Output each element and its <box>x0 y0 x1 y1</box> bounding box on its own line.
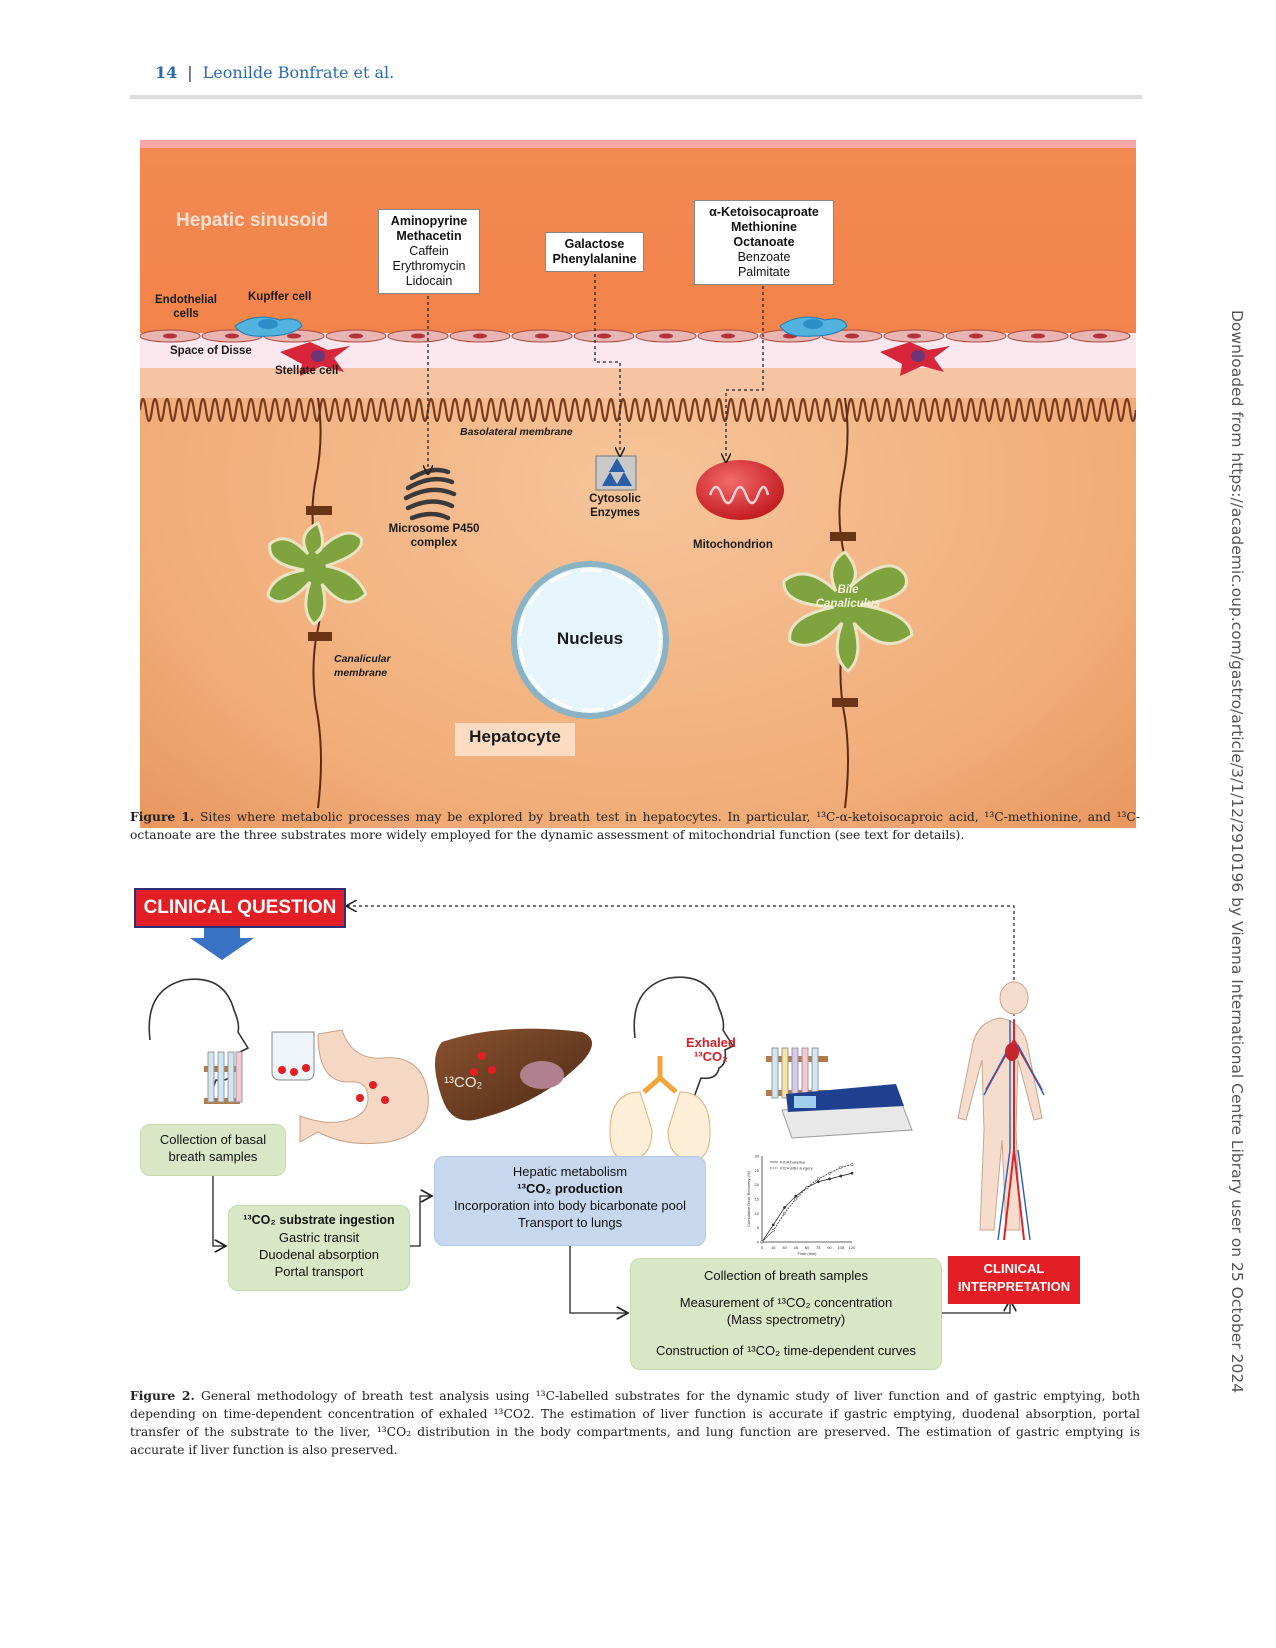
mini-chart-x-tick: 75 <box>816 1245 821 1250</box>
mini-chart-y-tick: 5 <box>757 1225 760 1230</box>
mini-chart-legend-label: KICA after surgery <box>780 1166 813 1171</box>
space-of-disse-label: Space of Disse <box>170 345 252 357</box>
down-arrow-icon <box>190 924 254 960</box>
mini-chart-x-tick: 45 <box>794 1245 799 1250</box>
human-body-circulation-icon <box>957 981 1045 1241</box>
mitochondrion-shape <box>696 460 784 520</box>
mini-chart-y-tick: 0 <box>757 1240 760 1245</box>
mini-chart-ylabel: Cumulative Dose Recovery (%) <box>746 1170 751 1226</box>
mini-chart-x-tick: 0 <box>761 1245 764 1250</box>
running-header: 14 | Leonilde Bonfrate et al. <box>155 63 394 82</box>
mini-chart-x-tick: 105 <box>837 1245 844 1250</box>
mini-chart-point <box>805 1186 809 1189</box>
test-tubes-icon-2 <box>766 1047 828 1099</box>
mini-chart-point <box>794 1194 798 1198</box>
mini-chart-point <box>783 1206 786 1210</box>
figure-1-caption-label: Figure 1. <box>130 809 195 824</box>
mini-chart-point <box>850 1163 854 1167</box>
hepatocyte-label: Hepatocyte <box>469 727 561 746</box>
mini-chart-point <box>816 1180 820 1184</box>
mini-chart-point <box>839 1166 843 1169</box>
test-tubes-icon <box>204 1051 243 1104</box>
kupffer-cell-shape <box>234 316 848 337</box>
figure-1-caption-text: Sites where metabolic processes may be e… <box>130 810 1140 842</box>
page-number: 14 <box>155 63 178 82</box>
mini-chart-x-tick: 30 <box>782 1245 787 1250</box>
figure-2-caption-label: Figure 2. <box>130 1388 195 1403</box>
clinical-question-box: CLINICAL QUESTION <box>134 888 346 928</box>
mini-chart-point <box>839 1174 843 1178</box>
cytosolic-enzymes-shape <box>595 455 637 491</box>
mini-chart-x-tick: 90 <box>827 1245 832 1250</box>
box-breath-collection: Collection of breath samples Measurement… <box>630 1258 942 1370</box>
figure-1-caption: Figure 1. Sites where metabolic processe… <box>130 808 1140 844</box>
stellate-cell-label: Stellate cell <box>275 365 339 377</box>
mini-chart-y-tick: 10 <box>755 1211 760 1216</box>
stomach-icon <box>299 1029 429 1145</box>
mini-chart-y-tick: 30 <box>755 1154 760 1159</box>
mini-chart-y-tick: 20 <box>755 1182 760 1187</box>
mini-chart-point <box>794 1197 798 1201</box>
mini-chart-y-tick: 25 <box>755 1168 760 1173</box>
nucleus-label: Nucleus <box>556 629 624 648</box>
mass-spectrometer-icon <box>781 1084 913 1139</box>
bile-canaliculus-shape <box>266 520 914 673</box>
mini-chart-point <box>771 1229 775 1232</box>
header-rule <box>130 95 1142 99</box>
mini-chart-y-tick: 15 <box>755 1197 760 1202</box>
header-authors: Leonilde Bonfrate et al. <box>202 63 395 82</box>
basolateral-membrane-line <box>140 397 1136 423</box>
mini-chart-x-tick: 60 <box>805 1245 810 1250</box>
liver-co2-label: ¹³CO₂ <box>444 1074 483 1091</box>
nucleus-shape <box>511 561 669 719</box>
figure-2-caption: Figure 2. General methodology of breath … <box>130 1387 1140 1459</box>
microsome-shape <box>403 467 457 521</box>
hepatic-sinusoid-label: Hepatic sinusoid <box>176 210 329 231</box>
mini-chart-x-tick: 15 <box>771 1245 776 1250</box>
mini-chart-point <box>816 1177 820 1181</box>
download-note: Downloaded from https://academic.oup.com… <box>1228 310 1246 1394</box>
mini-chart-series-line <box>761 1164 853 1243</box>
mini-chart-point <box>850 1171 854 1175</box>
lungs-icon <box>609 1056 711 1161</box>
kupffer-cell-label: Kupffer cell <box>248 291 312 303</box>
beaker-icon <box>271 1031 315 1081</box>
mini-chart-point <box>783 1211 786 1215</box>
mini-chart-point <box>760 1240 764 1244</box>
figure-2-caption-text: General methodology of breath test analy… <box>130 1389 1140 1457</box>
mini-chart-point <box>771 1223 775 1227</box>
mini-chart-point <box>828 1177 831 1181</box>
mini-chart-xlabel: Time (min) <box>798 1251 818 1256</box>
mini-chart-series-line <box>761 1172 853 1243</box>
head-outline-2 <box>633 976 735 1101</box>
mini-chart-legend-label: KICA baseline <box>780 1160 806 1165</box>
header-separator: | <box>187 63 193 82</box>
liver-icon <box>435 1028 592 1121</box>
mitochondrion-label: Mitochondrion <box>693 539 773 551</box>
basolateral-membrane-label: Basolateral membrane <box>460 426 573 438</box>
mini-chart-point <box>828 1171 831 1175</box>
stellate-cell-shape <box>280 342 950 376</box>
mini-chart-x-tick: 120 <box>849 1245 856 1250</box>
